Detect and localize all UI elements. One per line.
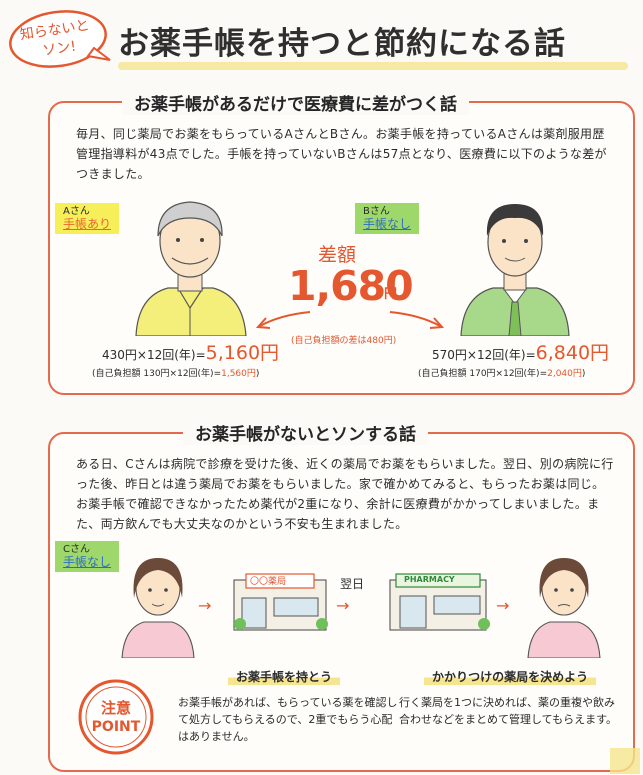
person-c-before-illustration — [121, 558, 195, 658]
self-pay-b-formula: (自己負担額 170円×12回(年)= — [418, 369, 548, 379]
self-pay-a-close: ) — [255, 369, 260, 379]
title-highlight — [118, 62, 628, 70]
difference-note: (自己負担額の差は480円) — [291, 336, 397, 346]
self-pay-b-close: ) — [581, 369, 586, 379]
person-b-tag: Bさん 手帳なし — [355, 203, 420, 234]
pharmacy-1-sign: 〇〇薬局 — [250, 577, 287, 587]
tip-2-title: かかりつけの薬局を決めよう — [424, 668, 597, 685]
person-b-name: Bさん — [363, 206, 390, 217]
calc-b: 570円×12回(年)=6,840円 — [432, 338, 609, 365]
arrow-1: → — [198, 596, 212, 615]
tip-2-text: 行く薬局を1つに決めれば、薬の重複や飲み合わせなどをまとめて管理してもらえます。 — [399, 696, 618, 726]
svg-text:注意: 注意 — [101, 699, 131, 717]
calc-b-formula: 570円×12回(年)= — [432, 348, 536, 362]
self-pay-b-result: 2,040円 — [547, 369, 582, 379]
person-c-status: 手帳なし — [63, 555, 112, 569]
self-pay-b: (自己負担額 170円×12回(年)=2,040円) — [418, 366, 585, 379]
person-a-name: Aさん — [63, 206, 90, 217]
corner-sticky-note — [610, 748, 640, 774]
pharmacy-2-sign: PHARMACY — [404, 575, 455, 584]
arrow-2: → — [336, 596, 350, 615]
self-pay-a-result: 1,560円 — [221, 369, 256, 379]
shiranai-to-son-badge: 知らないと ソン! — [6, 6, 112, 72]
person-c-tag: Cさん 手帳なし — [55, 541, 120, 572]
arrow-3: → — [496, 596, 510, 615]
person-a-status: 手帳あり — [63, 217, 112, 231]
person-c-name: Cさん — [63, 544, 90, 555]
calc-a-formula: 430円×12回(年)= — [102, 348, 206, 362]
self-pay-a-formula: (自己負担額 130円×12回(年)= — [92, 369, 222, 379]
caution-point-badge: 注意 POINT — [78, 679, 154, 755]
section-2-heading: お薬手帳がないとソンする話 — [183, 420, 428, 445]
calc-a: 430円×12回(年)=5,160円 — [102, 338, 279, 365]
person-a-illustration — [135, 201, 247, 336]
svg-text:ソン!: ソン! — [42, 39, 78, 60]
person-b-status: 手帳なし — [363, 217, 412, 231]
calc-a-result: 5,160円 — [205, 342, 280, 364]
person-b-illustration — [460, 204, 570, 336]
tip-1-text: お薬手帳があれば、もらっている薬を確認して処方してもらえるので、2重でもらう心配… — [178, 696, 398, 743]
section-1-intro: 毎月、同じ薬局でお薬をもらっているAさんとBさん。お薬手帳を持っているAさんは薬… — [76, 127, 607, 181]
calc-b-result: 6,840円 — [535, 342, 610, 364]
pharmacy-2-illustration — [389, 573, 490, 631]
person-c-after-illustration — [527, 558, 601, 658]
next-day-label: 翌日 — [340, 577, 365, 591]
svg-text:POINT: POINT — [92, 719, 141, 735]
difference-unit: 円 — [384, 287, 398, 302]
section-1-heading: お薬手帳があるだけで医療費に差がつく話 — [122, 90, 469, 115]
section-2-intro: ある日、Cさんは病院で診療を受けた後、近くの薬局でお薬をもらいました。翌日、別の… — [76, 457, 614, 531]
page-title: お薬手帳を持つと節約になる話 — [118, 26, 566, 62]
difference-label: 差額 — [318, 244, 357, 266]
difference-arrows — [255, 311, 445, 329]
difference-amount: 1,680 — [288, 262, 414, 310]
tip-1-title: お薬手帳を持とう — [228, 668, 341, 685]
person-a-tag: Aさん 手帳あり — [55, 203, 120, 234]
pharmacy-1-illustration — [233, 573, 328, 631]
self-pay-a: (自己負担額 130円×12回(年)=1,560円) — [92, 366, 259, 379]
